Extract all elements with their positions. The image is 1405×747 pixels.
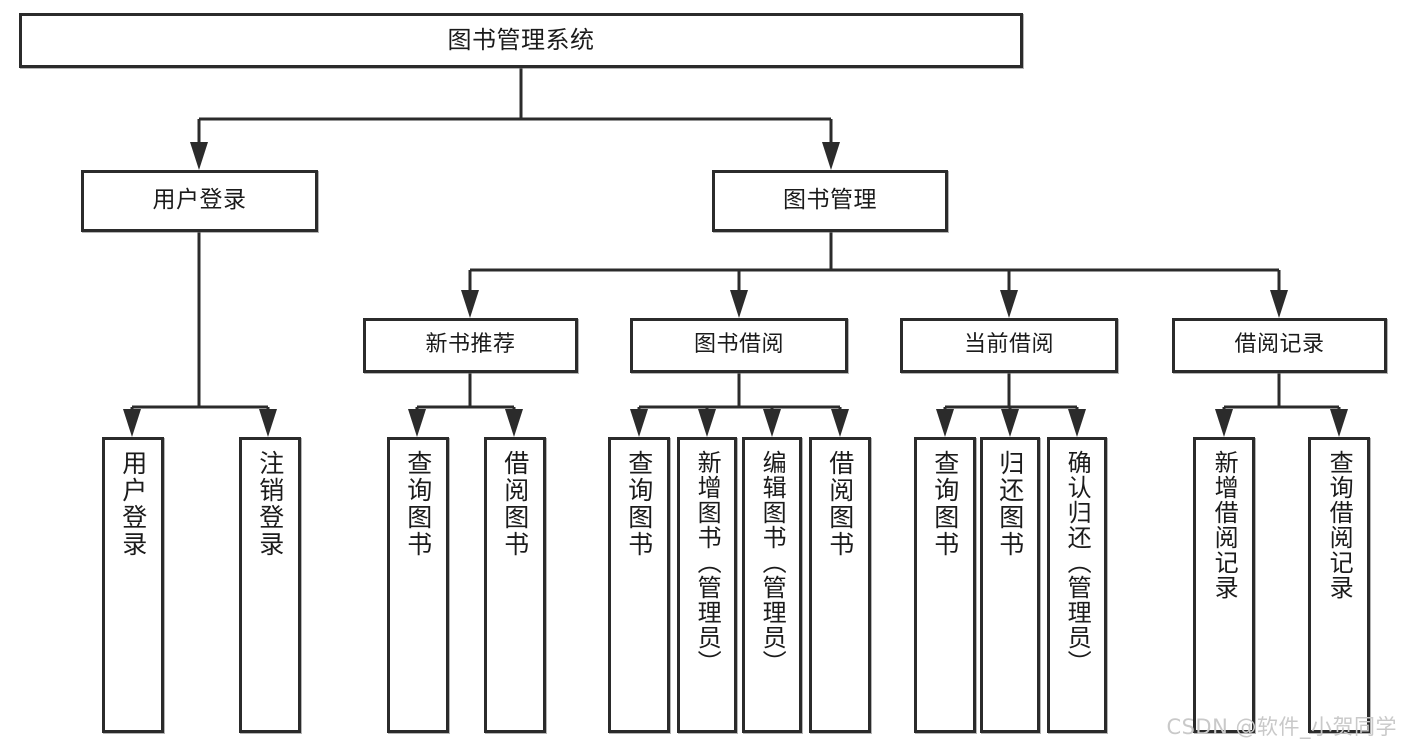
node-current-borrow-label: 当前借阅 — [963, 332, 1054, 358]
node-book-management[interactable]: 图书管理 — [712, 170, 948, 232]
leaf-query-books-borrow[interactable]: 查询图书 — [608, 437, 670, 733]
leaf-user-login[interactable]: 用户登录 — [102, 437, 164, 733]
leaf-query-borrow-record-label: 查询借阅记录 — [1325, 450, 1354, 600]
arrow-head-leaf-6 — [763, 409, 781, 437]
leaf-query-books-recommend-label: 查询图书 — [403, 450, 433, 558]
arrow-head-leaf-11 — [1215, 409, 1233, 437]
arrow-head-leaf-7 — [831, 409, 849, 437]
arrow-head-leaf-12 — [1330, 409, 1348, 437]
leaf-query-books-borrow-label: 查询图书 — [624, 450, 654, 558]
arrow-head-leaf-0 — [123, 409, 141, 437]
leaf-borrow-books-label: 借阅图书 — [825, 450, 855, 558]
leaf-add-book-admin-label: 新增图书（管理员） — [693, 450, 722, 675]
leaf-confirm-return-admin[interactable]: 确认归还（管理员） — [1047, 437, 1107, 733]
leaf-logout[interactable]: 注销登录 — [239, 437, 301, 733]
node-new-book-recommend[interactable]: 新书推荐 — [363, 318, 578, 373]
arrow-head-leaf-5 — [698, 409, 716, 437]
node-book-borrow-label: 图书借阅 — [693, 332, 784, 358]
node-user-login[interactable]: 用户登录 — [81, 170, 318, 232]
arrow-head-records — [1270, 290, 1288, 318]
node-root-system[interactable]: 图书管理系统 — [19, 13, 1023, 68]
leaf-borrow-books-recommend[interactable]: 借阅图书 — [484, 437, 546, 733]
leaf-add-borrow-record[interactable]: 新增借阅记录 — [1193, 437, 1255, 733]
arrow-head-borrow — [730, 290, 748, 318]
node-borrow-records[interactable]: 借阅记录 — [1172, 318, 1387, 373]
arrow-head-book-mgmt — [822, 142, 840, 170]
leaf-query-books-current-label: 查询图书 — [930, 450, 960, 558]
leaf-query-borrow-record[interactable]: 查询借阅记录 — [1308, 437, 1370, 733]
leaf-add-borrow-record-label: 新增借阅记录 — [1210, 450, 1239, 600]
node-book-borrow[interactable]: 图书借阅 — [630, 318, 848, 373]
node-root-label: 图书管理系统 — [447, 26, 595, 55]
leaf-borrow-books-recommend-label: 借阅图书 — [500, 450, 530, 558]
leaf-add-book-admin[interactable]: 新增图书（管理员） — [677, 437, 737, 733]
leaf-query-books-recommend[interactable]: 查询图书 — [387, 437, 449, 733]
arrow-head-leaf-3 — [505, 409, 523, 437]
arrow-head-leaf-1 — [259, 409, 277, 437]
node-borrow-records-label: 借阅记录 — [1234, 332, 1325, 358]
arrow-head-leaf-9 — [1001, 409, 1019, 437]
leaf-edit-book-admin-label: 编辑图书（管理员） — [758, 450, 787, 675]
node-current-borrow[interactable]: 当前借阅 — [900, 318, 1118, 373]
leaf-return-books[interactable]: 归还图书 — [980, 437, 1040, 733]
leaf-borrow-books[interactable]: 借阅图书 — [809, 437, 871, 733]
watermark-text: CSDN @软件_小贺同学 — [1166, 715, 1397, 739]
arrow-head-user-login — [190, 142, 208, 170]
leaf-return-books-label: 归还图书 — [995, 450, 1025, 558]
arrow-head-leaf-4 — [630, 409, 648, 437]
leaf-confirm-return-admin-label: 确认归还（管理员） — [1063, 450, 1092, 675]
arrow-head-leaf-10 — [1068, 409, 1086, 437]
leaf-query-books-current[interactable]: 查询图书 — [914, 437, 976, 733]
node-new-book-recommend-label: 新书推荐 — [425, 332, 516, 358]
arrow-head-new-books — [461, 290, 479, 318]
leaf-logout-label: 注销登录 — [255, 450, 285, 558]
arrow-head-leaf-2 — [408, 409, 426, 437]
arrow-head-leaf-8 — [936, 409, 954, 437]
leaf-user-login-label: 用户登录 — [118, 450, 148, 558]
node-book-management-label: 图书管理 — [783, 187, 877, 214]
arrow-head-current — [1000, 290, 1018, 318]
leaf-edit-book-admin[interactable]: 编辑图书（管理员） — [742, 437, 802, 733]
node-user-login-label: 用户登录 — [152, 187, 247, 214]
